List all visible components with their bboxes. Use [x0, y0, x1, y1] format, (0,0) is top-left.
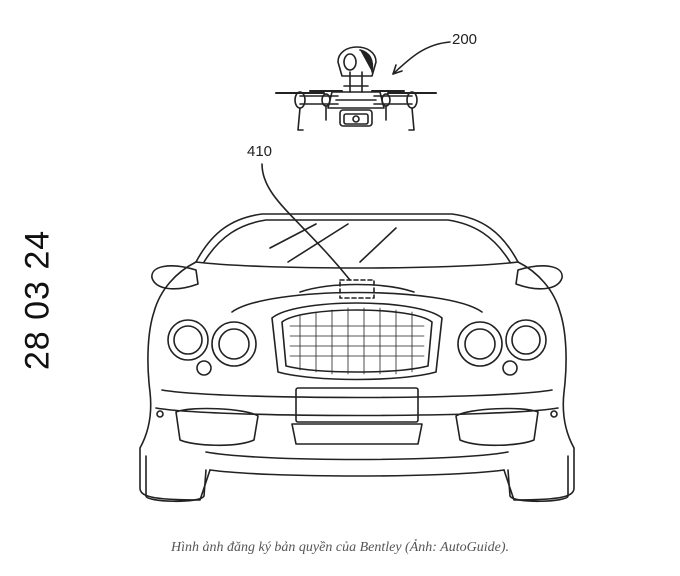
leader-line-410 [261, 163, 351, 281]
figure-caption: Hình ảnh đăng ký bản quyền của Bentley (… [171, 540, 509, 555]
patent-drawing: 200 410 [139, 31, 575, 503]
ref-label-200: 200 [452, 31, 477, 48]
side-date-label: 28 03 24 [18, 229, 57, 371]
leader-line-200 [392, 41, 451, 75]
sensor-box-410 [339, 279, 375, 299]
ref-label-410: 410 [247, 143, 272, 160]
drone-icon [275, 46, 437, 131]
car-icon [139, 213, 575, 503]
